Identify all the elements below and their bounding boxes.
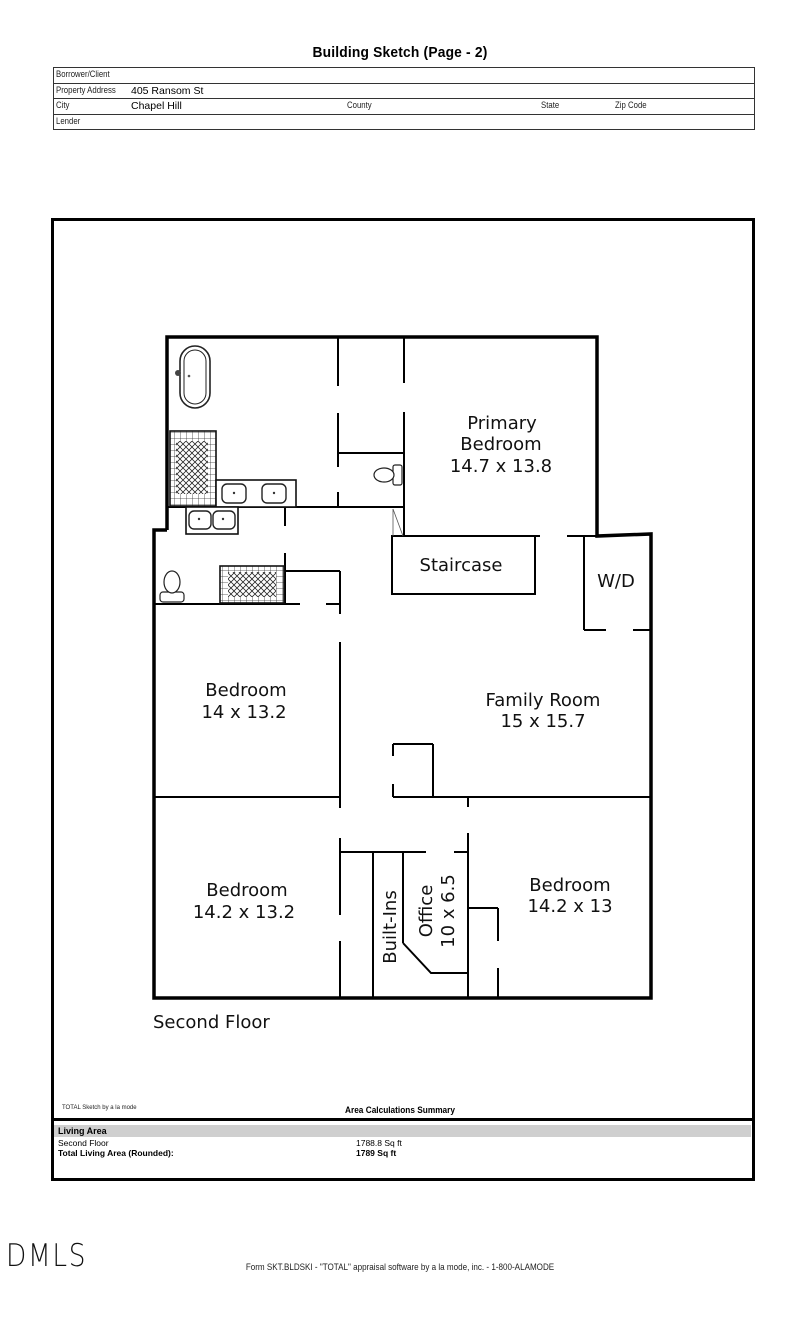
city-value: Chapel Hill: [131, 100, 182, 112]
room-washer-dryer: W/D: [597, 571, 635, 592]
double-sink-vanity-icon: [215, 479, 297, 508]
room-built-ins: Built-Ins: [380, 890, 401, 963]
svg-text:15 x 15.7: 15 x 15.7: [500, 711, 585, 732]
property-address-value: 405 Ransom St: [131, 84, 204, 97]
svg-text:Family Room: Family Room: [486, 690, 601, 711]
lender-label: Lender: [56, 115, 81, 127]
toilet-icon-primary: [373, 464, 403, 486]
room-bedroom-left: Bedroom 14 x 13.2: [201, 680, 286, 723]
room-family-room: Family Room 15 x 15.7: [486, 690, 601, 732]
second-floor-value: 1788.8 Sq ft: [356, 1138, 402, 1148]
room-office: Office 10 x 6.5: [416, 874, 459, 948]
room-primary-bedroom: Primary Bedroom 14.7 x 13.8: [450, 413, 552, 477]
county-label: County: [347, 100, 372, 111]
total-living-area-label: Total Living Area (Rounded):: [58, 1148, 174, 1158]
exterior-walls: [152, 335, 653, 1000]
svg-text:14.7 x 13.8: 14.7 x 13.8: [450, 456, 552, 477]
form-footer: Form SKT.BLDSKI - "TOTAL" appraisal soft…: [245, 1262, 555, 1273]
area-summary: Living Area Second Floor 1788.8 Sq ft To…: [51, 1118, 755, 1178]
shower-icon: [169, 430, 217, 507]
svg-text:14.2 x 13.2: 14.2 x 13.2: [193, 902, 295, 923]
room-bedroom-lower-right: Bedroom 14.2 x 13: [527, 875, 612, 917]
total-living-area-value: 1789 Sq ft: [356, 1148, 397, 1158]
hall-bath-sink-icon: [185, 506, 239, 535]
second-floor-label: Second Floor: [58, 1138, 109, 1148]
dmls-logo: DMLS: [6, 1238, 88, 1274]
tub-shower-icon: [219, 565, 285, 604]
toilet-icon-hall: [159, 570, 185, 603]
bathtub-icon: [175, 345, 211, 409]
svg-text:14.2 x 13: 14.2 x 13: [527, 896, 612, 917]
living-area-header: Living Area: [54, 1125, 751, 1137]
zip-label: Zip Code: [615, 100, 647, 111]
svg-text:Primary: Primary: [467, 413, 537, 434]
svg-text:14 x 13.2: 14 x 13.2: [201, 702, 286, 723]
city-row: City Chapel Hill County State Zip Code: [54, 99, 754, 115]
borrower-row: Borrower/Client: [54, 68, 754, 84]
page-title: Building Sketch (Page - 2): [312, 44, 488, 61]
header-info-table: Borrower/Client Property Address 405 Ran…: [53, 67, 755, 130]
property-address-label: Property Address: [56, 84, 116, 96]
floor-name-label: Second Floor: [153, 1012, 270, 1033]
lender-row: Lender: [54, 115, 754, 130]
svg-text:Bedroom: Bedroom: [206, 880, 287, 901]
property-address-row: Property Address 405 Ransom St: [54, 84, 754, 99]
room-bedroom-lower-left: Bedroom 14.2 x 13.2: [193, 880, 295, 923]
svg-text:W/D: W/D: [597, 571, 635, 592]
svg-text:Bedroom: Bedroom: [205, 680, 286, 701]
svg-text:Staircase: Staircase: [420, 555, 503, 576]
svg-text:Office: Office: [416, 885, 437, 938]
state-label: State: [541, 100, 560, 111]
door-swing: [392, 508, 404, 537]
room-staircase: Staircase: [420, 555, 503, 576]
svg-text:10 x 6.5: 10 x 6.5: [438, 874, 459, 948]
svg-text:Built-Ins: Built-Ins: [380, 890, 401, 963]
summary-title: Area Calculations Summary: [345, 1105, 455, 1115]
borrower-label: Borrower/Client: [56, 69, 110, 80]
sketch-credit: TOTAL Sketch by a la mode: [62, 1105, 137, 1111]
sketch-frame: [51, 218, 755, 1181]
city-label: City: [56, 100, 70, 111]
svg-text:Bedroom: Bedroom: [529, 875, 610, 896]
interior-walls: [154, 337, 651, 998]
svg-text:Bedroom: Bedroom: [460, 434, 541, 455]
